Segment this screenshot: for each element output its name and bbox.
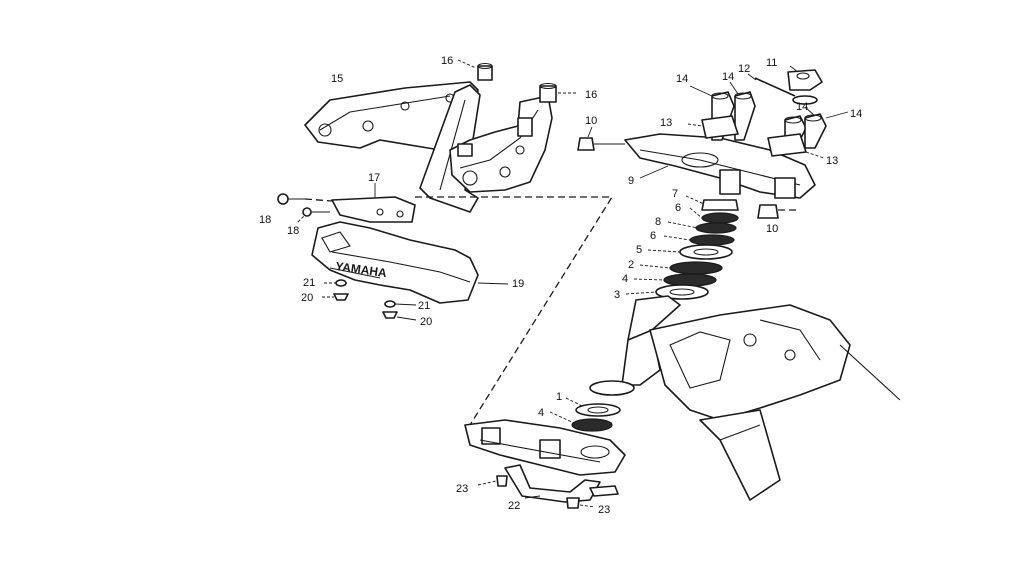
bolt-10-upper (577, 126, 625, 151)
callout-16-right: 16 (585, 89, 597, 101)
cable-guide-22 (504, 464, 619, 503)
screw-23-left (477, 475, 508, 487)
callout-14-a: 14 (676, 73, 688, 85)
callout-20-right: 20 (420, 316, 432, 328)
callout-10-lower: 10 (766, 223, 778, 235)
callout-23-right: 23 (598, 504, 610, 516)
screw-21-20-left (322, 279, 349, 301)
clamp-13-left (687, 115, 739, 139)
cap-nut-11 (787, 65, 823, 105)
clamp-13-right (767, 133, 825, 159)
grommet-16-upper (457, 59, 493, 81)
callout-14-b: 14 (722, 71, 734, 83)
callout-7: 7 (672, 188, 678, 200)
callout-14-c: 14 (796, 101, 808, 113)
callout-6-a: 6 (675, 202, 681, 214)
callout-19: 19 (512, 278, 524, 290)
callout-10-upper: 10 (585, 115, 597, 127)
callout-18-b: 18 (287, 225, 299, 237)
callout-21-right: 21 (418, 300, 430, 312)
callout-20-left: 20 (301, 292, 313, 304)
callout-23-left: 23 (456, 483, 468, 495)
bolt-18-b (297, 207, 330, 223)
alignment-line (415, 196, 614, 426)
callout-9: 9 (628, 175, 634, 187)
callout-4-lower: 4 (538, 407, 544, 419)
callout-22: 22 (508, 500, 520, 512)
mount-bracket (449, 95, 553, 193)
rod-12 (747, 73, 796, 97)
bearing-stack (625, 195, 739, 300)
callout-16-upper: 16 (441, 55, 453, 67)
callout-17: 17 (368, 172, 380, 184)
screw-23-right (566, 497, 596, 509)
lower-race (549, 397, 621, 432)
front-cowl: YAMAHA (311, 221, 509, 304)
grommet-16-right (539, 82, 578, 103)
bolt-18-a (277, 193, 333, 205)
callout-5: 5 (636, 244, 642, 256)
callout-13-left: 13 (660, 117, 672, 129)
callout-18-a: 18 (259, 214, 271, 226)
callout-15: 15 (331, 73, 343, 85)
callout-3: 3 (614, 289, 620, 301)
bolt-10-lower (757, 204, 800, 219)
callout-4-upper: 4 (622, 273, 628, 285)
callout-1: 1 (556, 391, 562, 403)
callout-8: 8 (655, 216, 661, 228)
callout-13-right: 13 (826, 155, 838, 167)
upper-triple-clamp (624, 133, 816, 199)
frame-head-tube (589, 295, 901, 501)
callout-12: 12 (738, 63, 750, 75)
headlight-bracket (304, 81, 481, 213)
callout-11: 11 (766, 57, 777, 69)
callout-2: 2 (628, 259, 634, 271)
callout-21-left: 21 (303, 277, 315, 289)
callout-14-d: 14 (850, 108, 862, 120)
bolts-14-left (689, 81, 756, 141)
callout-labels: 16 16 15 17 18 18 19 21 20 21 20 14 14 1… (259, 55, 862, 516)
callout-6-b: 6 (650, 230, 656, 242)
screw-21-20-right (382, 300, 417, 321)
stay-17 (331, 183, 416, 223)
lower-triple-clamp (464, 419, 626, 476)
